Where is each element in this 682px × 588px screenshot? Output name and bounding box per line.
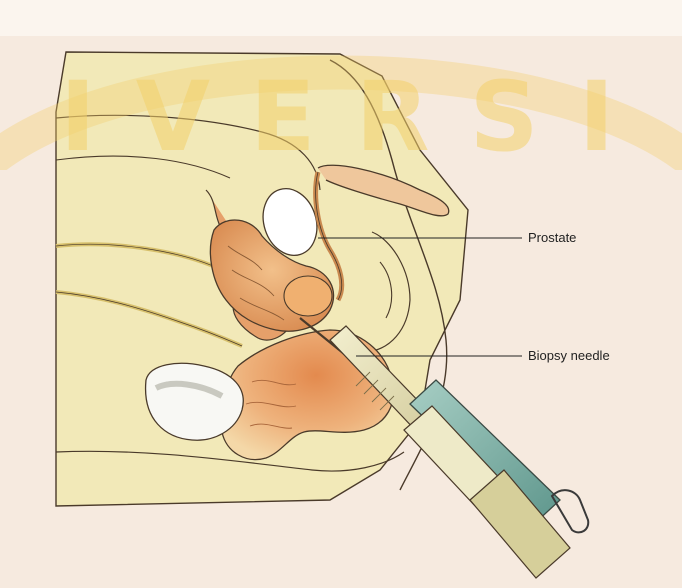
- biopsy-needle-label: Biopsy needle: [528, 348, 610, 363]
- prostate-label: Prostate: [528, 230, 576, 245]
